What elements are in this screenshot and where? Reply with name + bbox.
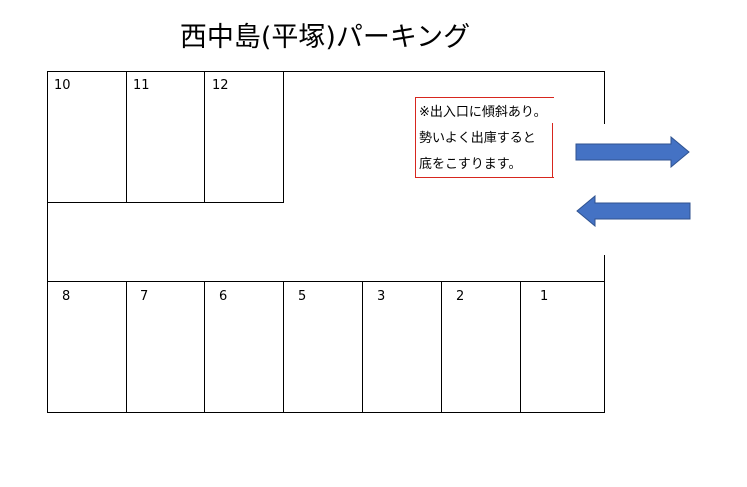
space-number: 2	[456, 289, 465, 304]
note-line: 底をこすります。	[419, 157, 522, 172]
parking-space-10: 10	[47, 71, 127, 203]
parking-space-1: 1	[520, 281, 605, 413]
parking-space-7: 7	[126, 281, 205, 413]
arrow-right-icon	[575, 136, 690, 168]
space-number: 10	[54, 78, 71, 93]
note-line: 勢いよく出庫すると	[419, 131, 536, 146]
arrow-left-icon	[576, 195, 691, 227]
space-number: 6	[219, 289, 228, 304]
note-line: ※出入口に傾斜あり。	[419, 105, 547, 120]
parking-space-5: 5	[283, 281, 363, 413]
space-number: 5	[298, 289, 307, 304]
parking-space-6: 6	[204, 281, 284, 413]
space-number: 11	[133, 78, 150, 93]
space-number: 3	[377, 289, 386, 304]
space-number: 8	[62, 289, 71, 304]
page-title: 西中島(平塚)パーキング	[179, 22, 471, 53]
parking-space-12: 12	[204, 71, 284, 203]
parking-space-11: 11	[126, 71, 205, 203]
lot-left-edge	[47, 71, 48, 413]
parking-space-8: 8	[47, 281, 127, 413]
note-border-right	[552, 123, 553, 178]
slope-warning-note: ※出入口に傾斜あり。 勢いよく出庫すると 底をこすります。	[415, 97, 554, 178]
space-number: 7	[140, 289, 149, 304]
space-number: 12	[212, 78, 229, 93]
lot-right-edge-upper	[604, 71, 605, 124]
parking-space-3: 3	[362, 281, 442, 413]
parking-space-2: 2	[441, 281, 521, 413]
space-number: 1	[540, 289, 549, 304]
lot-top-edge	[47, 71, 605, 72]
